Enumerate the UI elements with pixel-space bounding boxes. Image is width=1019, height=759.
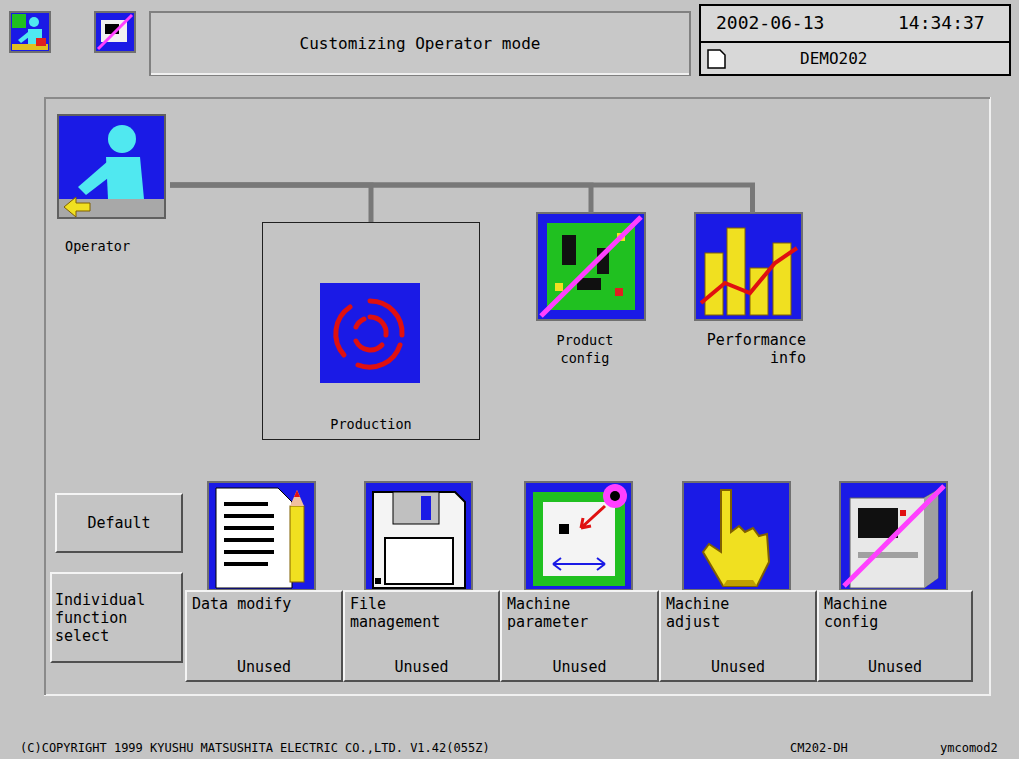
status-text: Unused: [507, 658, 652, 676]
product-config-icon: Product config: [530, 213, 652, 378]
file-name: DEMO202: [800, 49, 867, 68]
performance-icon: Performance info: [680, 213, 825, 378]
tree-connector: [170, 185, 753, 213]
node-label: Machine parameter: [507, 595, 615, 631]
node-label: Production: [263, 415, 479, 433]
copyright-note: (C)COPYRIGHT 1999 KYUSHU MATSUSHITA ELEC…: [20, 741, 490, 755]
status-text: Unused: [350, 658, 493, 676]
tree-connector: [170, 185, 591, 213]
node-label: Default: [57, 514, 181, 532]
node-label: Performance info: [694, 331, 806, 367]
select-button: Individual function select: [50, 572, 183, 663]
time-text: 14:34:37: [898, 12, 985, 33]
node-label: Operator: [65, 237, 170, 255]
node-label: File management: [350, 595, 458, 631]
function-button: Machine configUnused: [817, 590, 973, 682]
screen-id: ymcomod2: [940, 741, 998, 755]
date-text: 2002-06-13: [716, 12, 824, 33]
operator-icon: Operator: [56, 113, 170, 263]
default-button: Default: [55, 493, 183, 553]
function-button: Data modifyUnused: [185, 590, 343, 682]
model-name: CM202-DH: [790, 741, 848, 755]
function-button: Machine parameterUnused: [500, 590, 659, 682]
tree-connector: [170, 185, 371, 222]
status-text: Unused: [824, 658, 966, 676]
node-label: Machine config: [824, 595, 932, 631]
node-label: Machine adjust: [666, 595, 774, 631]
function-button: Machine adjustUnused: [659, 590, 817, 682]
window-title: Customizing Operator mode: [150, 12, 690, 75]
node-label: Individual function select: [55, 591, 178, 645]
node-label: Data modify: [192, 595, 300, 613]
status-text: Unused: [192, 658, 336, 676]
function-button: File managementUnused: [343, 590, 500, 682]
production-box: Production: [262, 222, 480, 440]
node-label: Product config: [530, 331, 640, 367]
status-text: Unused: [666, 658, 810, 676]
